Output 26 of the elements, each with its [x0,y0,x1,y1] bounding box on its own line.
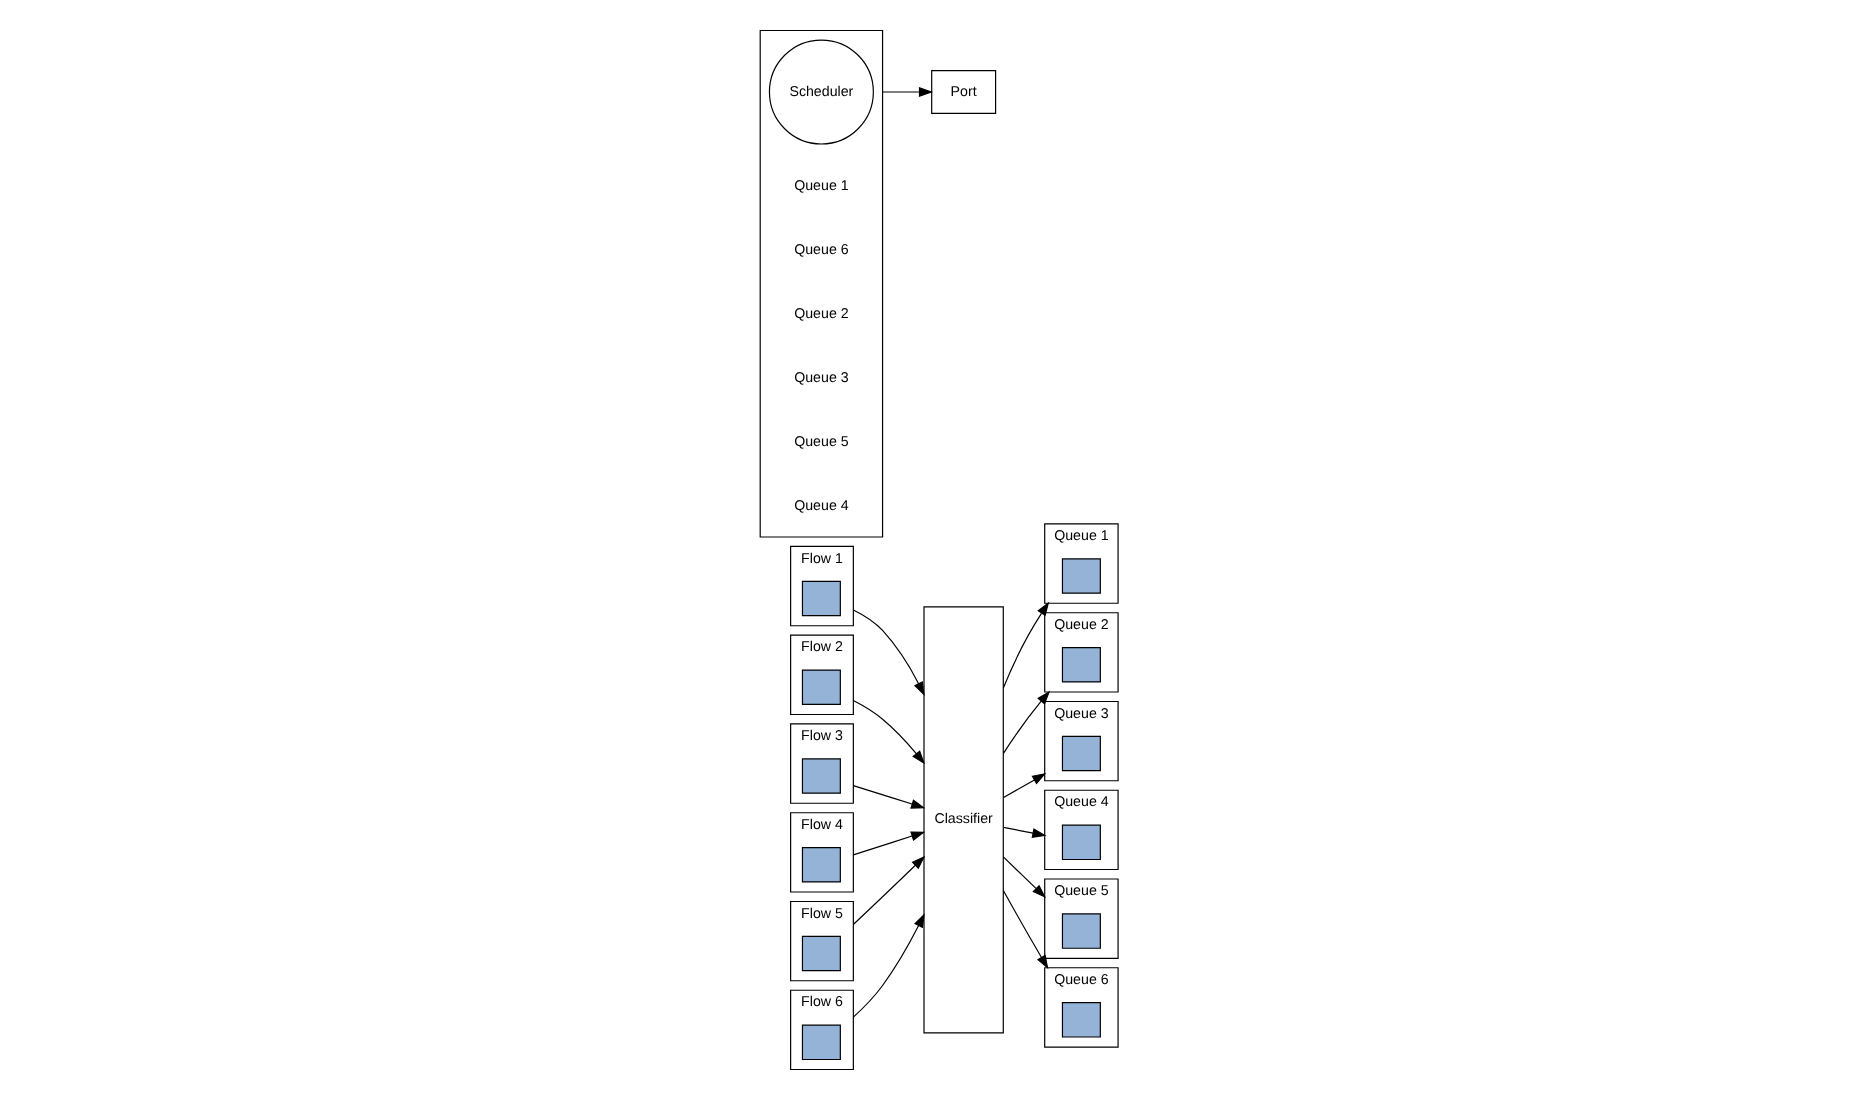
arrow [1001,601,1049,689]
node-box [800,758,840,794]
arrow [851,700,924,765]
arrow [1002,826,1046,838]
node-box [800,847,840,883]
arrow [881,87,933,97]
cluster [758,29,883,538]
arrow [1001,889,1048,970]
node-box [800,1024,840,1061]
arrow [851,609,924,696]
arrow [851,831,925,856]
node-box [800,669,840,706]
node-box [1060,1002,1100,1038]
node-box [1060,913,1100,949]
arrow [1002,856,1045,899]
arrow [851,785,925,809]
node-box [1060,824,1100,861]
node-box [1060,558,1100,594]
node-box [1060,735,1100,772]
arrow [1001,690,1050,754]
arrow [851,855,925,926]
arrow [851,913,924,1018]
arrow [1002,773,1046,799]
node-box [800,580,840,617]
node-box [1060,647,1100,683]
node-box [800,935,840,972]
